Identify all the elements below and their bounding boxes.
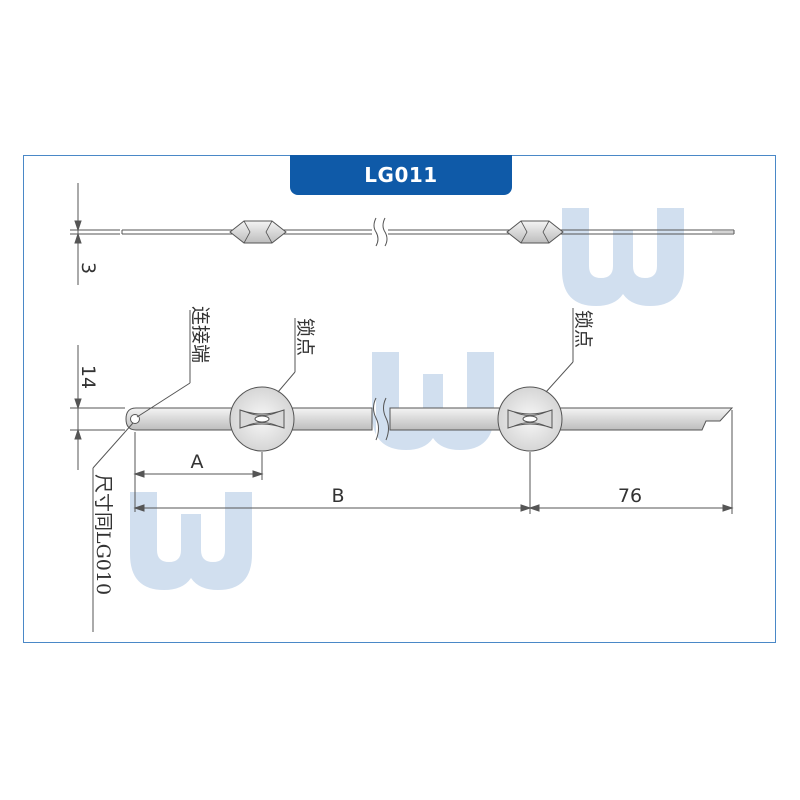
thickness-value: 3 [77,262,99,274]
lock-point-left-label: 锁点 [294,318,316,356]
leader-lines [92,308,574,632]
watermark-logo-right [562,208,684,306]
side-view [121,217,735,247]
width-dimension [70,345,125,470]
connector-end-label: 连接端 [189,306,211,363]
dimension-a-label: A [191,451,204,473]
lock-point-right-label: 锁点 [572,310,594,348]
watermark-logo-left [130,492,252,590]
lock-point-right [497,386,563,452]
thickness-dimension [70,183,120,285]
dimension-tail-value: 76 [618,485,642,507]
width-value: 14 [77,365,99,389]
watermark-logos [130,208,684,590]
side-lock-bulge-left [229,220,287,244]
dimension-b [133,452,532,514]
side-break-mark-1 [373,217,379,247]
lock-point-left [229,386,295,452]
dimension-tail [528,410,734,514]
side-break-mark-2 [382,217,388,247]
title-tab: LG011 [290,155,512,195]
watermark-logo-center [372,352,494,450]
plan-break-mark-1 [373,397,379,441]
side-lock-bulge-right [506,220,564,244]
dimension-b-label: B [331,485,344,507]
same-as-note: 尺寸同LG010 [92,474,114,595]
drawing-title: LG011 [364,163,438,187]
plan-break-mark-2 [383,397,389,441]
dimension-a [133,432,264,512]
